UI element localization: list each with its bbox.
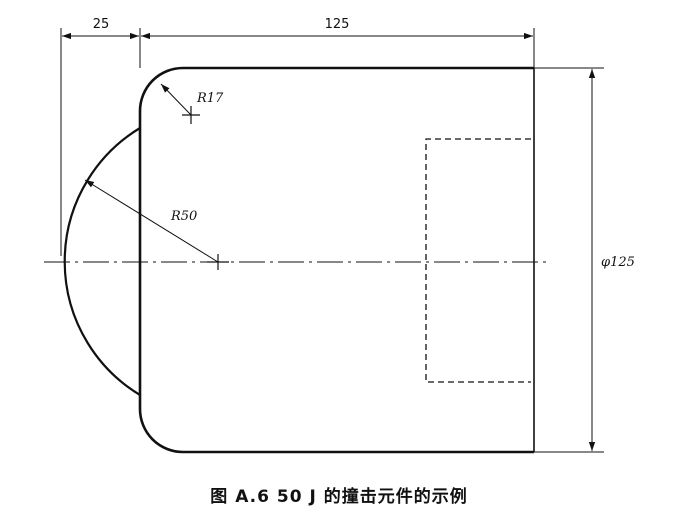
dim-label-25: 25 <box>93 17 110 32</box>
dim-label-diameter: φ125 <box>601 255 635 270</box>
r50-label: R50 <box>170 209 197 224</box>
r17-label: R17 <box>196 91 224 106</box>
r17-leader <box>160 83 192 116</box>
figure-caption: 图 A.6 50 J 的撞击元件的示例 <box>210 487 468 507</box>
r50-leader <box>84 179 219 263</box>
body-outline <box>138 66 534 454</box>
dim-label-125: 125 <box>325 17 350 32</box>
hidden-bore <box>425 138 531 383</box>
